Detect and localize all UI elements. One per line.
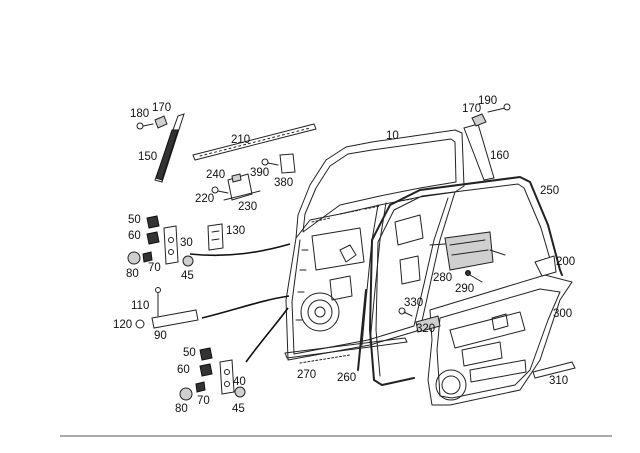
callout-110: 110 [131, 300, 149, 312]
callout-80-lower: 80 [175, 403, 188, 415]
callout-130: 130 [226, 225, 245, 237]
callout-170-left: 170 [152, 102, 171, 114]
callout-120: 120 [113, 319, 132, 331]
window-regulator [429, 231, 506, 271]
leader-upper-hinge [189, 243, 291, 257]
trim-panel [427, 274, 573, 406]
callout-300: 300 [553, 308, 572, 320]
callout-60-lower: 60 [177, 364, 190, 376]
callout-80-upper: 80 [126, 268, 139, 280]
callout-90: 90 [154, 330, 167, 342]
callout-330: 330 [404, 297, 423, 309]
callout-270: 270 [297, 369, 316, 381]
callout-160: 160 [490, 150, 509, 162]
callout-220: 220 [195, 193, 214, 205]
callout-40: 40 [233, 376, 246, 388]
callout-10: 10 [386, 130, 399, 142]
upper-hinge [127, 215, 194, 267]
bracket-230 [211, 173, 261, 201]
callout-170-right: 170 [462, 103, 481, 115]
sill-strip [284, 337, 408, 364]
callout-150: 150 [138, 151, 157, 163]
callout-310: 310 [549, 375, 568, 387]
callout-250: 250 [540, 185, 559, 197]
upper-left-clips [136, 115, 168, 130]
callout-200: 200 [556, 256, 575, 268]
callout-180: 180 [130, 108, 149, 120]
door-check [135, 287, 199, 329]
callout-230: 230 [238, 201, 257, 213]
trim-strip [532, 361, 576, 379]
callout-190: 190 [478, 95, 497, 107]
upper-right-clips [471, 103, 511, 127]
seal-strip [357, 289, 367, 371]
callout-50-lower: 50 [183, 347, 196, 359]
callout-45-upper: 45 [181, 270, 194, 282]
screw-290 [469, 274, 483, 283]
cap-200 [534, 255, 557, 277]
callout-390: 390 [250, 167, 269, 179]
callout-240: 240 [206, 169, 225, 181]
callout-50-upper: 50 [128, 214, 141, 226]
callout-45-lower: 45 [232, 403, 245, 415]
callout-290: 290 [455, 283, 474, 295]
callout-30: 30 [180, 237, 193, 249]
callout-320: 320 [416, 323, 435, 335]
callout-70-upper: 70 [148, 262, 161, 274]
lower-hinge [179, 347, 246, 401]
window-seal [368, 175, 563, 387]
callout-280: 280 [433, 272, 452, 284]
callout-260: 260 [337, 372, 356, 384]
callout-210: 210 [231, 134, 250, 146]
leader-door-check [201, 295, 290, 319]
callout-380: 380 [274, 177, 293, 189]
bracket-380 [261, 153, 296, 174]
leader-lower-hinge [245, 307, 289, 363]
lock-parts [398, 307, 441, 333]
rear-post-trim [463, 123, 495, 181]
callout-70-lower: 70 [197, 395, 210, 407]
callout-60-upper: 60 [128, 230, 141, 242]
part-130 [207, 223, 224, 251]
